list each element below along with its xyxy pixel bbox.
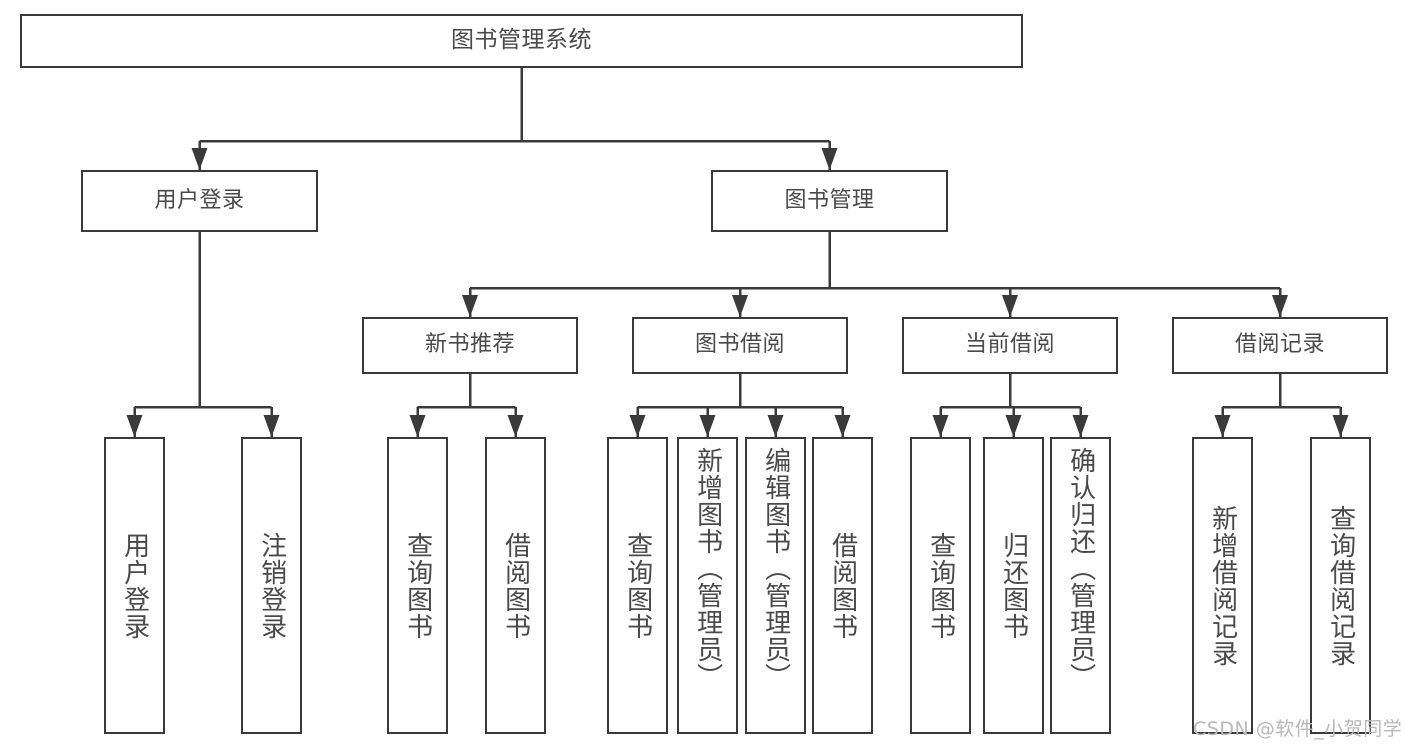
arrowhead-icon bbox=[191, 148, 208, 170]
node-label: 图书借阅 bbox=[694, 332, 785, 358]
node-newrec[interactable]: 新书推荐 bbox=[362, 317, 578, 374]
arrowhead-icon bbox=[834, 415, 851, 437]
arrowhead-icon bbox=[1005, 415, 1022, 437]
node-label: 借阅图书 bbox=[827, 531, 858, 640]
node-root[interactable]: 图书管理系统 bbox=[20, 14, 1023, 68]
node-label: 图书管理 bbox=[784, 187, 875, 213]
node-l_userlogin[interactable]: 用户登录 bbox=[104, 437, 165, 734]
arrowhead-icon bbox=[1002, 295, 1018, 317]
node-label: 编辑图书（管理员） bbox=[760, 447, 791, 690]
arrowhead-icon bbox=[263, 415, 280, 437]
node-l_q3[interactable]: 查询图书 bbox=[910, 437, 971, 734]
node-l_b1[interactable]: 借阅图书 bbox=[485, 437, 546, 734]
node-label: 当前借阅 bbox=[964, 332, 1055, 358]
node-label: 借阅记录 bbox=[1234, 332, 1325, 358]
node-borrow[interactable]: 图书借阅 bbox=[632, 317, 848, 374]
node-l_qrec[interactable]: 查询借阅记录 bbox=[1310, 437, 1371, 734]
arrowhead-icon bbox=[1214, 415, 1231, 437]
node-l_return[interactable]: 归还图书 bbox=[983, 437, 1044, 734]
node-label: 用户登录 bbox=[119, 531, 150, 640]
arrowhead-icon bbox=[932, 415, 949, 437]
arrowhead-icon bbox=[629, 415, 646, 437]
node-current[interactable]: 当前借阅 bbox=[902, 317, 1118, 374]
arrowhead-icon bbox=[732, 295, 748, 317]
node-label: 查询借阅记录 bbox=[1325, 504, 1356, 667]
node-label: 新增图书（管理员） bbox=[692, 447, 723, 690]
arrowhead-icon bbox=[462, 295, 478, 317]
node-label: 确认归还（管理员） bbox=[1065, 447, 1096, 690]
node-label: 归还图书 bbox=[998, 531, 1029, 640]
arrowhead-icon bbox=[507, 415, 524, 437]
node-login[interactable]: 用户登录 bbox=[81, 170, 318, 232]
node-l_logout[interactable]: 注销登录 bbox=[241, 437, 302, 734]
arrowhead-icon bbox=[126, 415, 143, 437]
node-label: 查询图书 bbox=[622, 531, 653, 640]
node-l_edit[interactable]: 编辑图书（管理员） bbox=[745, 437, 806, 734]
node-l_q2[interactable]: 查询图书 bbox=[607, 437, 668, 734]
node-history[interactable]: 借阅记录 bbox=[1172, 317, 1388, 374]
node-bookmgmt[interactable]: 图书管理 bbox=[711, 170, 948, 232]
arrowhead-icon bbox=[1072, 415, 1089, 437]
node-label: 查询图书 bbox=[402, 531, 433, 640]
arrowhead-icon bbox=[767, 415, 784, 437]
arrowhead-icon bbox=[1332, 415, 1349, 437]
arrowhead-icon bbox=[821, 148, 838, 170]
node-l_addrec[interactable]: 新增借阅记录 bbox=[1192, 437, 1253, 734]
node-label: 查询图书 bbox=[925, 531, 956, 640]
node-label: 图书管理系统 bbox=[451, 27, 592, 54]
node-l_confirm[interactable]: 确认归还（管理员） bbox=[1050, 437, 1111, 734]
node-label: 用户登录 bbox=[154, 187, 245, 213]
arrowhead-icon bbox=[1272, 295, 1288, 317]
node-label: 注销登录 bbox=[256, 531, 287, 640]
arrowhead-icon bbox=[699, 415, 716, 437]
node-label: 借阅图书 bbox=[500, 531, 531, 640]
node-l_add[interactable]: 新增图书（管理员） bbox=[677, 437, 738, 734]
watermark: CSDN @软件_小贺同学 bbox=[1193, 718, 1403, 740]
node-l_q1[interactable]: 查询图书 bbox=[387, 437, 448, 734]
node-label: 新增借阅记录 bbox=[1207, 504, 1238, 667]
arrowhead-icon bbox=[409, 415, 426, 437]
node-l_b2[interactable]: 借阅图书 bbox=[812, 437, 873, 734]
node-label: 新书推荐 bbox=[424, 332, 515, 358]
